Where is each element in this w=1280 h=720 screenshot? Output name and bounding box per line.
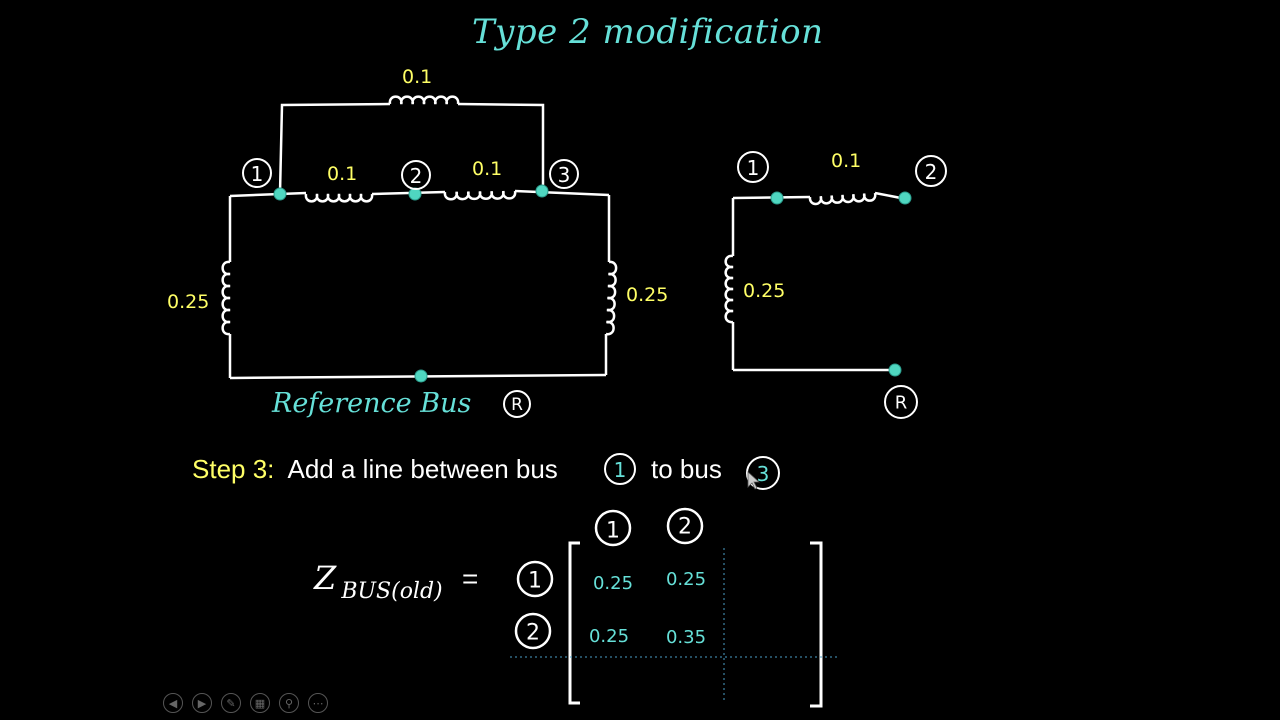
reference-bus-label: Reference Bus (271, 388, 471, 419)
left-mid-left-inductance-label: 0.1 (327, 163, 357, 185)
matrix-cell-1-1: 0.25 (593, 573, 633, 594)
right-wire-top (732, 191, 907, 201)
node-dot-bus3-left (535, 184, 549, 198)
mouse-cursor-icon (747, 471, 761, 490)
slideshow-toolbar: ◀ ▶ ✎ ▦ ⚲ ⋯ (163, 693, 328, 713)
bus-badge-right-2: 2 (915, 155, 947, 187)
left-right-inductance-label: 0.25 (626, 284, 668, 306)
inductor-left-top (388, 95, 460, 105)
pen-icon[interactable]: ✎ (221, 693, 241, 713)
prev-icon[interactable]: ◀ (163, 693, 183, 713)
svg-text:2: 2 (410, 164, 423, 188)
matrix-cell-2-1: 0.25 (589, 626, 629, 647)
next-icon[interactable]: ▶ (192, 693, 212, 713)
inductor-left-vertical (221, 260, 231, 336)
matrix-cell-2-2: 0.35 (666, 627, 706, 648)
svg-text:2: 2 (925, 160, 938, 184)
right-top-inductance-label: 0.1 (831, 150, 861, 172)
inductor-right-top (808, 192, 877, 206)
svg-text:1: 1 (606, 519, 620, 544)
equals-sign: = (462, 563, 478, 594)
left-coils (221, 95, 618, 336)
left-wire-bypass (278, 102, 545, 194)
step-bus-from-badge: 1 (604, 453, 636, 485)
svg-text:1: 1 (614, 458, 627, 482)
zbus-main: Z (313, 559, 337, 597)
bus-badge-left-2: 2 (401, 160, 431, 190)
matrix-right-bracket (810, 541, 823, 708)
step-line: Step 3: Add a line between bus (192, 454, 558, 484)
zoom-icon[interactable]: ⚲ (279, 693, 299, 713)
svg-text:R: R (511, 395, 523, 415)
svg-text:1: 1 (251, 162, 264, 186)
node-dot-bus1-right (770, 191, 784, 205)
ref-badge-left: R (503, 390, 531, 418)
svg-text:R: R (895, 393, 908, 414)
matrix-col-header-2: 2 (666, 507, 704, 545)
right-left-inductance-label: 0.25 (743, 280, 785, 302)
inductor-left-mid-2 (443, 190, 517, 201)
right-coils (724, 192, 877, 324)
left-wire-top-rail (229, 189, 610, 198)
slides-icon[interactable]: ▦ (250, 693, 270, 713)
left-mid-right-inductance-label: 0.1 (472, 158, 502, 180)
ref-badge-right: R (884, 385, 918, 419)
step-text-before: Add a line between bus (288, 454, 558, 484)
left-top-inductance-label: 0.1 (402, 66, 432, 88)
step-text-mid: to bus (651, 454, 722, 484)
matrix-cell-1-2: 0.25 (666, 569, 706, 590)
inductor-left-mid-1 (304, 193, 374, 203)
svg-text:3: 3 (757, 462, 770, 486)
svg-text:2: 2 (678, 515, 692, 540)
node-dot-ref-right (888, 363, 902, 377)
more-icon[interactable]: ⋯ (308, 693, 328, 713)
svg-text:1: 1 (747, 156, 760, 180)
left-left-inductance-label: 0.25 (167, 291, 209, 313)
matrix-col-header-1: 1 (594, 509, 632, 547)
zbus-subscript: BUS(old) (340, 579, 442, 604)
node-dot-bus1-left (273, 187, 287, 201)
step-bus-to-badge: 3 (746, 456, 780, 490)
svg-text:2: 2 (526, 621, 540, 646)
left-circuit (228, 102, 611, 380)
zbus-lhs: Z BUS(old) (313, 559, 443, 604)
inductor-right-vertical-branch (724, 254, 734, 324)
svg-text:1: 1 (528, 569, 542, 594)
bus-badge-left-3: 3 (549, 159, 579, 189)
left-wire-right-side (604, 195, 611, 375)
node-dots (273, 184, 912, 383)
svg-text:3: 3 (558, 163, 571, 187)
matrix-left-bracket (568, 541, 580, 705)
matrix-row-header-1: 1 (516, 560, 554, 598)
matrix-row-header-2: 2 (514, 612, 552, 650)
step-label: Step 3: (192, 454, 274, 484)
bus-badge-right-1: 1 (737, 151, 769, 183)
node-dot-ref-left (414, 369, 428, 383)
node-dot-bus2-right (898, 191, 912, 205)
slide-title: Type 2 modification (472, 12, 824, 52)
bus-badge-left-1: 1 (242, 158, 272, 188)
inductor-right-vertical (605, 260, 618, 336)
